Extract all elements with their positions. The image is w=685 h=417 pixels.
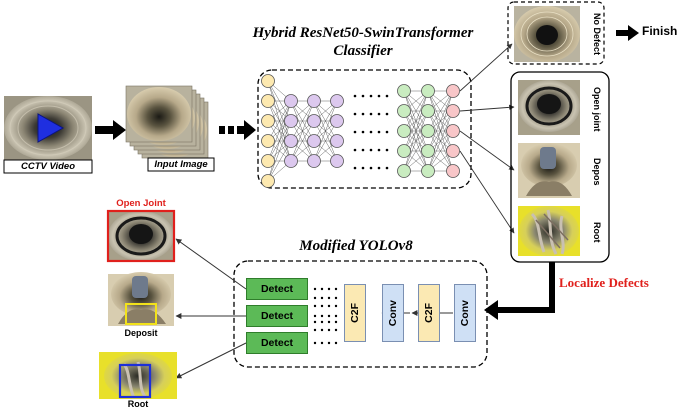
network-node bbox=[446, 144, 460, 158]
classifier-title-line1: Hybrid ResNet50-SwinTransformer bbox=[252, 25, 474, 41]
conv-block-1: Conv bbox=[382, 284, 404, 342]
arrow-cctv-to-input bbox=[95, 120, 126, 140]
network-node bbox=[446, 164, 460, 178]
network-node bbox=[284, 134, 298, 148]
result-open-joint-label: Open Joint bbox=[116, 198, 166, 209]
yolo-box bbox=[233, 260, 488, 368]
network-node bbox=[446, 84, 460, 98]
yolo-title: Modified YOLOv8 bbox=[299, 238, 413, 254]
no-defect-thumbnail bbox=[514, 6, 580, 62]
classifier-box bbox=[257, 69, 472, 189]
classifier-output-arrow bbox=[459, 43, 513, 92]
network-node bbox=[397, 164, 411, 178]
network-node bbox=[446, 104, 460, 118]
cctv-caption-box bbox=[3, 159, 93, 174]
network-node bbox=[421, 84, 435, 98]
network-node bbox=[397, 144, 411, 158]
play-icon bbox=[37, 113, 65, 143]
network-node bbox=[261, 94, 275, 108]
stacked-frame bbox=[125, 85, 193, 143]
cctv-video-label: CCTV Video bbox=[20, 161, 75, 172]
open-joint-bounding-box bbox=[106, 209, 176, 263]
cctv-video-thumbnail bbox=[4, 96, 92, 160]
classifier-title-line2: Classifier bbox=[333, 43, 393, 59]
c2f-block-1-label: C2F bbox=[349, 303, 361, 323]
detect-block-1: Detect bbox=[246, 278, 308, 300]
root-thumbnail bbox=[518, 206, 580, 256]
network-node bbox=[397, 84, 411, 98]
root-class-label: Root bbox=[592, 221, 602, 243]
network-node bbox=[421, 164, 435, 178]
arrow-to-finish bbox=[616, 25, 639, 41]
classifier-output-arrow bbox=[459, 150, 515, 234]
conv-block-2: Conv bbox=[454, 284, 476, 342]
defect-classes-box bbox=[510, 71, 610, 263]
network-node bbox=[307, 114, 321, 128]
network-node bbox=[307, 154, 321, 168]
classifier-output-arrow bbox=[459, 130, 515, 171]
network-node bbox=[284, 94, 298, 108]
network-node bbox=[261, 74, 275, 88]
network-node bbox=[421, 104, 435, 118]
conv-block-1-label: Conv bbox=[387, 299, 399, 327]
input-caption-box bbox=[147, 157, 215, 172]
depos-class-label: Depos bbox=[592, 158, 602, 186]
input-image-stack bbox=[125, 85, 209, 159]
network-node bbox=[284, 154, 298, 168]
network-node bbox=[330, 134, 344, 148]
result-deposit-label: Deposit bbox=[124, 328, 158, 338]
network-node bbox=[307, 94, 321, 108]
finish-label: Finish bbox=[642, 24, 678, 38]
network-node bbox=[330, 94, 344, 108]
network-node bbox=[261, 154, 275, 168]
network-connections bbox=[267, 43, 515, 234]
deposit-bounding-box bbox=[125, 303, 157, 325]
yolo-connections bbox=[313, 287, 338, 345]
result-root-label: Root bbox=[127, 399, 149, 409]
c2f-block-2-label: C2F bbox=[423, 303, 435, 323]
localize-arrow bbox=[484, 262, 555, 320]
detect-block-2: Detect bbox=[246, 305, 308, 327]
network-node bbox=[421, 124, 435, 138]
root-bounding-box bbox=[118, 363, 152, 399]
network-node bbox=[397, 104, 411, 118]
result-deposit bbox=[108, 272, 174, 326]
input-image-label: Input Image bbox=[154, 159, 208, 170]
open-joint-thumbnail bbox=[518, 80, 580, 135]
result-root bbox=[99, 352, 177, 399]
classifier-output-arrow bbox=[459, 104, 515, 112]
network-node bbox=[330, 154, 344, 168]
deposit-thumbnail bbox=[518, 143, 580, 198]
network-node bbox=[397, 124, 411, 138]
no-defect-box bbox=[507, 1, 605, 65]
network-node bbox=[261, 114, 275, 128]
network-node bbox=[330, 114, 344, 128]
network-node bbox=[261, 134, 275, 148]
network-node bbox=[284, 114, 298, 128]
network-node bbox=[307, 134, 321, 148]
no-defect-label: No Defect bbox=[592, 12, 602, 55]
network-node bbox=[261, 174, 275, 188]
open-joint-class-label: Open joint bbox=[592, 86, 602, 132]
c2f-block-2: C2F bbox=[418, 284, 440, 342]
result-open-joint bbox=[106, 209, 176, 263]
c2f-block-1: C2F bbox=[344, 284, 366, 342]
detect-block-3: Detect bbox=[246, 332, 308, 354]
network-nodes bbox=[261, 74, 460, 188]
result-arrows bbox=[175, 238, 247, 379]
localize-defects-label: Localize Defects bbox=[559, 275, 649, 290]
network-node bbox=[446, 124, 460, 138]
arrow-input-to-classifier bbox=[219, 120, 256, 140]
network-node bbox=[421, 144, 435, 158]
conv-block-2-label: Conv bbox=[459, 299, 471, 327]
